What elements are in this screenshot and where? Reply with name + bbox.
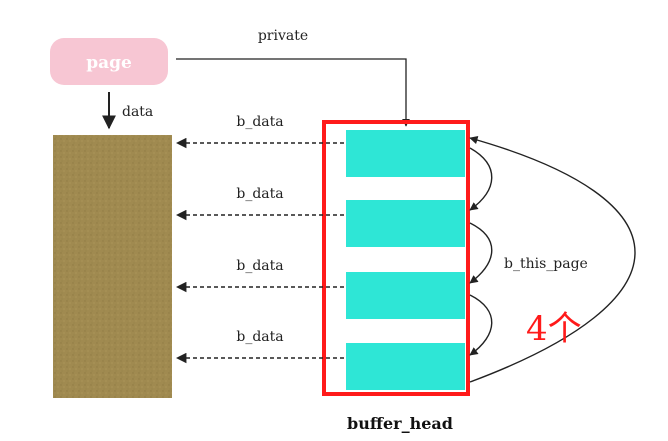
buffer-count-annotation: 4个 xyxy=(526,309,582,349)
buffer-head-label: buffer_head xyxy=(347,414,453,433)
b-data-label-1: b_data xyxy=(236,114,283,130)
data-label: data xyxy=(122,104,153,120)
b-this-page-link-3 xyxy=(469,294,493,356)
private-link xyxy=(176,58,410,127)
buffer-head-1 xyxy=(346,130,465,177)
b-data-label-3: b_data xyxy=(236,258,283,274)
b-this-page-link-1 xyxy=(469,147,493,211)
b-data-label-2: b_data xyxy=(236,186,283,202)
buffer-head-highlight xyxy=(322,120,470,396)
page-box-shape xyxy=(50,38,168,85)
data-block xyxy=(53,135,172,398)
page-label: page xyxy=(86,53,132,73)
private-label: private xyxy=(258,28,308,44)
b-this-page-wrap-link xyxy=(469,136,636,383)
buffer-head-4 xyxy=(346,343,465,390)
b-data-label-4: b_data xyxy=(236,329,283,345)
buffer-head-3 xyxy=(346,272,465,319)
b-this-page-link-2 xyxy=(469,222,493,284)
buffer-head-2 xyxy=(346,200,465,247)
page-box: page xyxy=(50,38,168,85)
b-this-page-label: b_this_page xyxy=(504,256,588,272)
